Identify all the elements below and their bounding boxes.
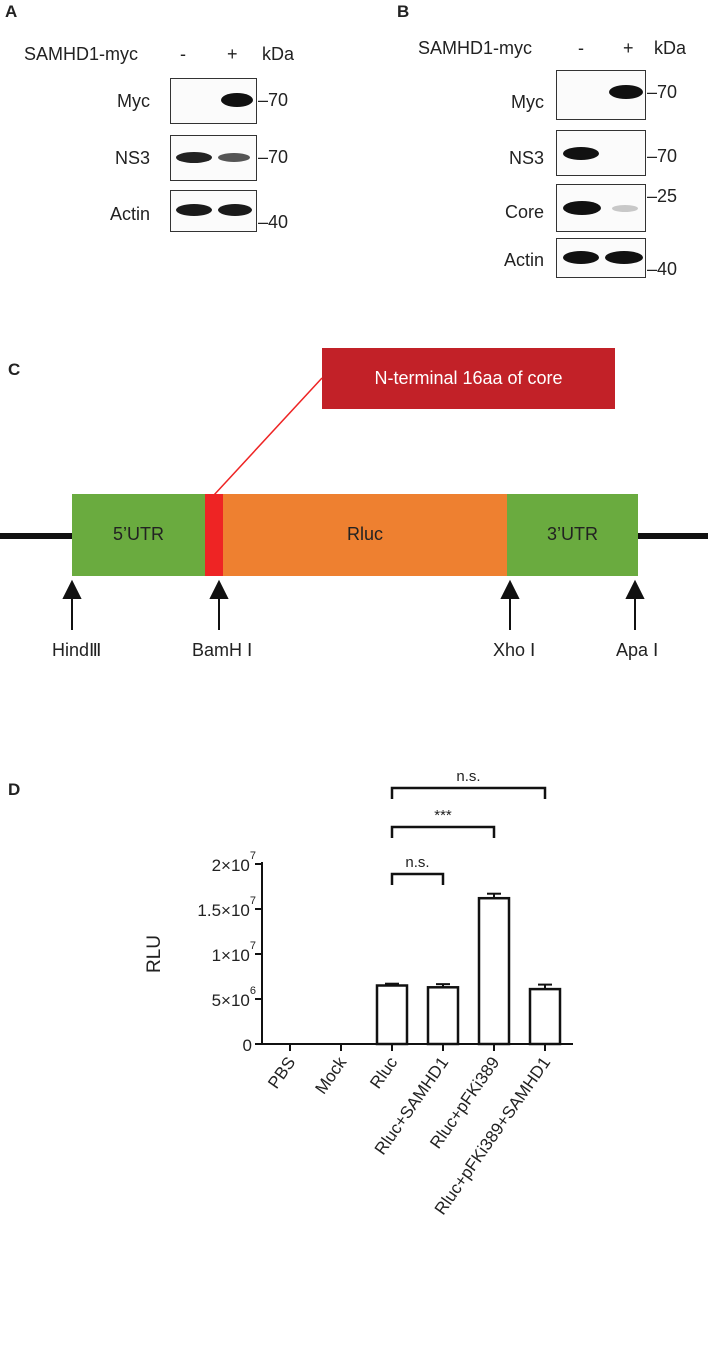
panel-b-core-marker: –25 bbox=[647, 186, 678, 206]
panel-b-myc-blot bbox=[556, 70, 646, 120]
x-category-label: Rluc bbox=[366, 1053, 401, 1092]
panel-a-ns3-marker: –70 bbox=[258, 147, 289, 167]
panel-b-actin-label: Actin bbox=[503, 250, 544, 270]
construct-diagram bbox=[0, 377, 708, 630]
arrow-hind-head bbox=[62, 579, 82, 599]
band bbox=[218, 204, 252, 216]
arrow-xho-head bbox=[500, 579, 520, 599]
panel-a-actin-blot bbox=[170, 190, 257, 232]
callout-box: N-terminal 16aa of core bbox=[322, 348, 615, 409]
panel-b-ns3-blot bbox=[556, 130, 646, 176]
y-tick-exponent: 6 bbox=[250, 985, 256, 997]
panel-a-ns3-label: NS3 bbox=[114, 148, 150, 168]
y-tick-label: 2×107 bbox=[212, 850, 256, 875]
band bbox=[176, 152, 212, 163]
panel-a-myc-blot bbox=[170, 78, 257, 124]
band bbox=[612, 205, 638, 212]
arrow-apa-head bbox=[625, 579, 645, 599]
panel-a-actin-label: Actin bbox=[109, 204, 150, 224]
band bbox=[609, 85, 643, 99]
segment-5utr bbox=[72, 494, 205, 576]
bar bbox=[477, 896, 511, 1046]
panel-b-actin-blot bbox=[556, 238, 646, 278]
segment-5utr-label: 5’UTR bbox=[112, 524, 164, 544]
band bbox=[176, 204, 212, 216]
panel-a-actin-marker: –40 bbox=[258, 212, 289, 232]
panel-a-construct-label: SAMHD1-myc bbox=[24, 44, 139, 64]
panel-a-ns3-blot bbox=[170, 135, 257, 181]
y-tick-exponent: 7 bbox=[250, 940, 256, 952]
site-apa-label: Apa Ⅰ bbox=[616, 640, 659, 660]
segment-rluc bbox=[223, 494, 507, 576]
callout-label: N-terminal 16aa of core bbox=[374, 368, 563, 388]
band bbox=[563, 147, 599, 160]
significance-bracket bbox=[390, 786, 547, 799]
callout-pointer-line bbox=[213, 377, 323, 496]
panel-b-construct-label: SAMHD1-myc bbox=[418, 38, 533, 58]
y-tick-exponent: 7 bbox=[250, 850, 256, 862]
band bbox=[605, 251, 643, 264]
segment-3utr-label: 3’UTR bbox=[546, 524, 598, 544]
segment-core-16aa bbox=[205, 494, 223, 576]
panel-b-ns3-marker: –70 bbox=[647, 146, 678, 166]
band bbox=[563, 251, 599, 264]
segment-3utr bbox=[507, 494, 638, 576]
panel-b-myc-label: Myc bbox=[511, 92, 544, 112]
panel-b-actin-marker: –40 bbox=[647, 259, 678, 279]
x-category-label: Mock bbox=[311, 1053, 350, 1098]
bar bbox=[426, 986, 460, 1046]
panel-b-minus: - bbox=[578, 38, 584, 58]
bar bbox=[528, 987, 562, 1046]
panel-b-kda: kDa bbox=[654, 38, 687, 58]
panel-b-plus: + bbox=[623, 38, 634, 58]
band bbox=[221, 93, 253, 107]
x-category-label: PBS bbox=[264, 1053, 299, 1092]
panel-a-kda: kDa bbox=[262, 44, 295, 64]
panel-b-core-label: Core bbox=[504, 202, 544, 222]
site-xho-label: Xho Ⅰ bbox=[493, 640, 536, 660]
panel-a-myc-label: Myc bbox=[117, 91, 150, 111]
panel-c-label: C bbox=[8, 360, 21, 379]
significance-bracket bbox=[390, 825, 496, 838]
y-tick-label: 1×107 bbox=[212, 940, 256, 965]
y-tick-label: 5×106 bbox=[212, 985, 256, 1010]
panel-b-ns3-label: NS3 bbox=[508, 148, 544, 168]
panel-b-label: B bbox=[397, 2, 410, 21]
y-axis-label: RLU bbox=[144, 935, 165, 973]
panel-d-label: D bbox=[8, 780, 21, 799]
significance-bracket bbox=[390, 872, 445, 885]
panel-a-plus: + bbox=[227, 44, 238, 64]
panel-a-label: A bbox=[5, 2, 18, 21]
bar bbox=[375, 984, 409, 1046]
panel-a-minus: - bbox=[180, 44, 186, 64]
site-bamh-label: BamH Ⅰ bbox=[192, 640, 253, 660]
significance-label: n.s. bbox=[405, 854, 429, 871]
y-tick-exponent: 7 bbox=[250, 895, 256, 907]
segment-rluc-label: Rluc bbox=[346, 524, 383, 544]
arrow-bamh-head bbox=[209, 579, 229, 599]
site-hind-label: HindⅢ bbox=[52, 640, 102, 660]
y-tick-label: 0 bbox=[243, 1036, 252, 1055]
band bbox=[563, 201, 601, 215]
panel-b-myc-marker: –70 bbox=[647, 82, 678, 102]
significance-label: n.s. bbox=[456, 768, 480, 785]
panel-a-myc-marker: –70 bbox=[258, 90, 289, 110]
band bbox=[218, 153, 250, 162]
significance-label: *** bbox=[434, 807, 452, 824]
panel-b-core-blot bbox=[556, 184, 646, 232]
y-tick-label: 1.5×107 bbox=[197, 895, 256, 920]
